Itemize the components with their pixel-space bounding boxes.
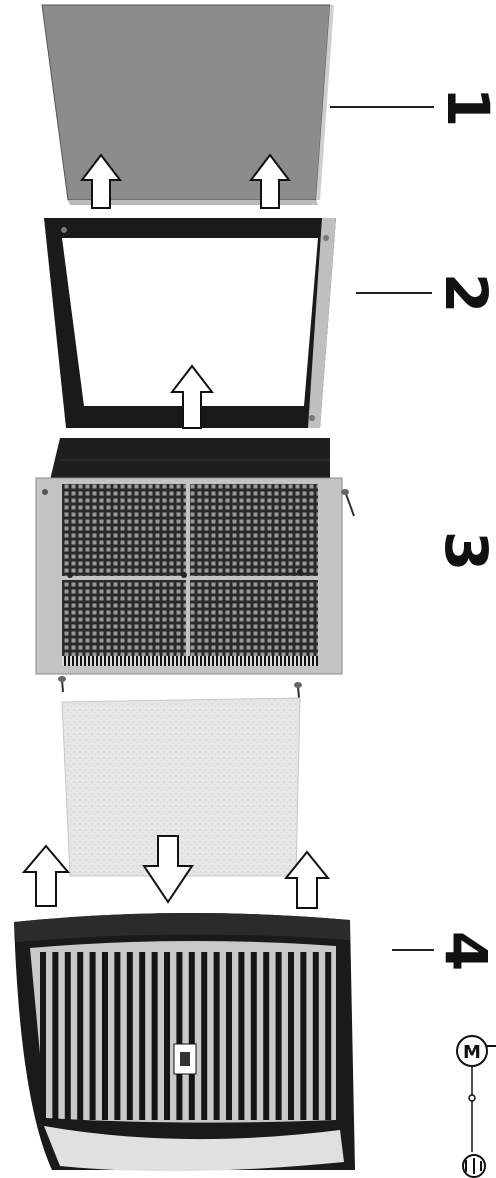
louvre-slat — [263, 952, 269, 1120]
louvre-slat — [300, 952, 306, 1120]
louvre-slat — [90, 952, 96, 1120]
louvre-slat — [325, 952, 331, 1120]
callout-number-2: 2 — [437, 273, 495, 313]
callout-number-4: 4 — [437, 931, 495, 971]
callout-number-3: 3 — [437, 531, 495, 571]
louvre-slat — [226, 952, 232, 1120]
louvre-slat — [288, 952, 294, 1120]
louvre-slat — [238, 952, 244, 1120]
screw-icon — [294, 682, 302, 698]
louvre-slat — [77, 952, 83, 1120]
up-arrow-icon — [24, 846, 68, 906]
louvre-slat — [276, 952, 282, 1120]
louvre-slat — [127, 952, 133, 1120]
louvre-slat — [164, 952, 170, 1120]
callout-number-1: 1 — [439, 87, 496, 127]
louvre-slat — [102, 952, 108, 1120]
filter-mat — [62, 698, 300, 876]
louvre-slat — [40, 952, 46, 1120]
louvre-slat — [114, 952, 120, 1120]
louvre-slat — [65, 952, 71, 1120]
motor-symbol: M — [457, 1036, 496, 1152]
louvre-slat — [139, 952, 145, 1120]
louvre-slat — [201, 952, 207, 1120]
louvre-slat — [189, 952, 195, 1120]
screw-icon — [341, 489, 354, 516]
ground-symbol-icon — [463, 1155, 485, 1177]
louvre-slat — [214, 952, 220, 1120]
screw-icon — [58, 676, 66, 692]
louvre-cover — [14, 913, 355, 1171]
louvre-slat — [52, 952, 58, 1120]
fan-unit — [36, 438, 342, 674]
louvre-slat — [313, 952, 319, 1120]
louvre-slat — [176, 952, 182, 1120]
louvre-slat — [251, 952, 257, 1120]
motor-label: M — [463, 1042, 481, 1063]
louvre-slat — [152, 952, 158, 1120]
